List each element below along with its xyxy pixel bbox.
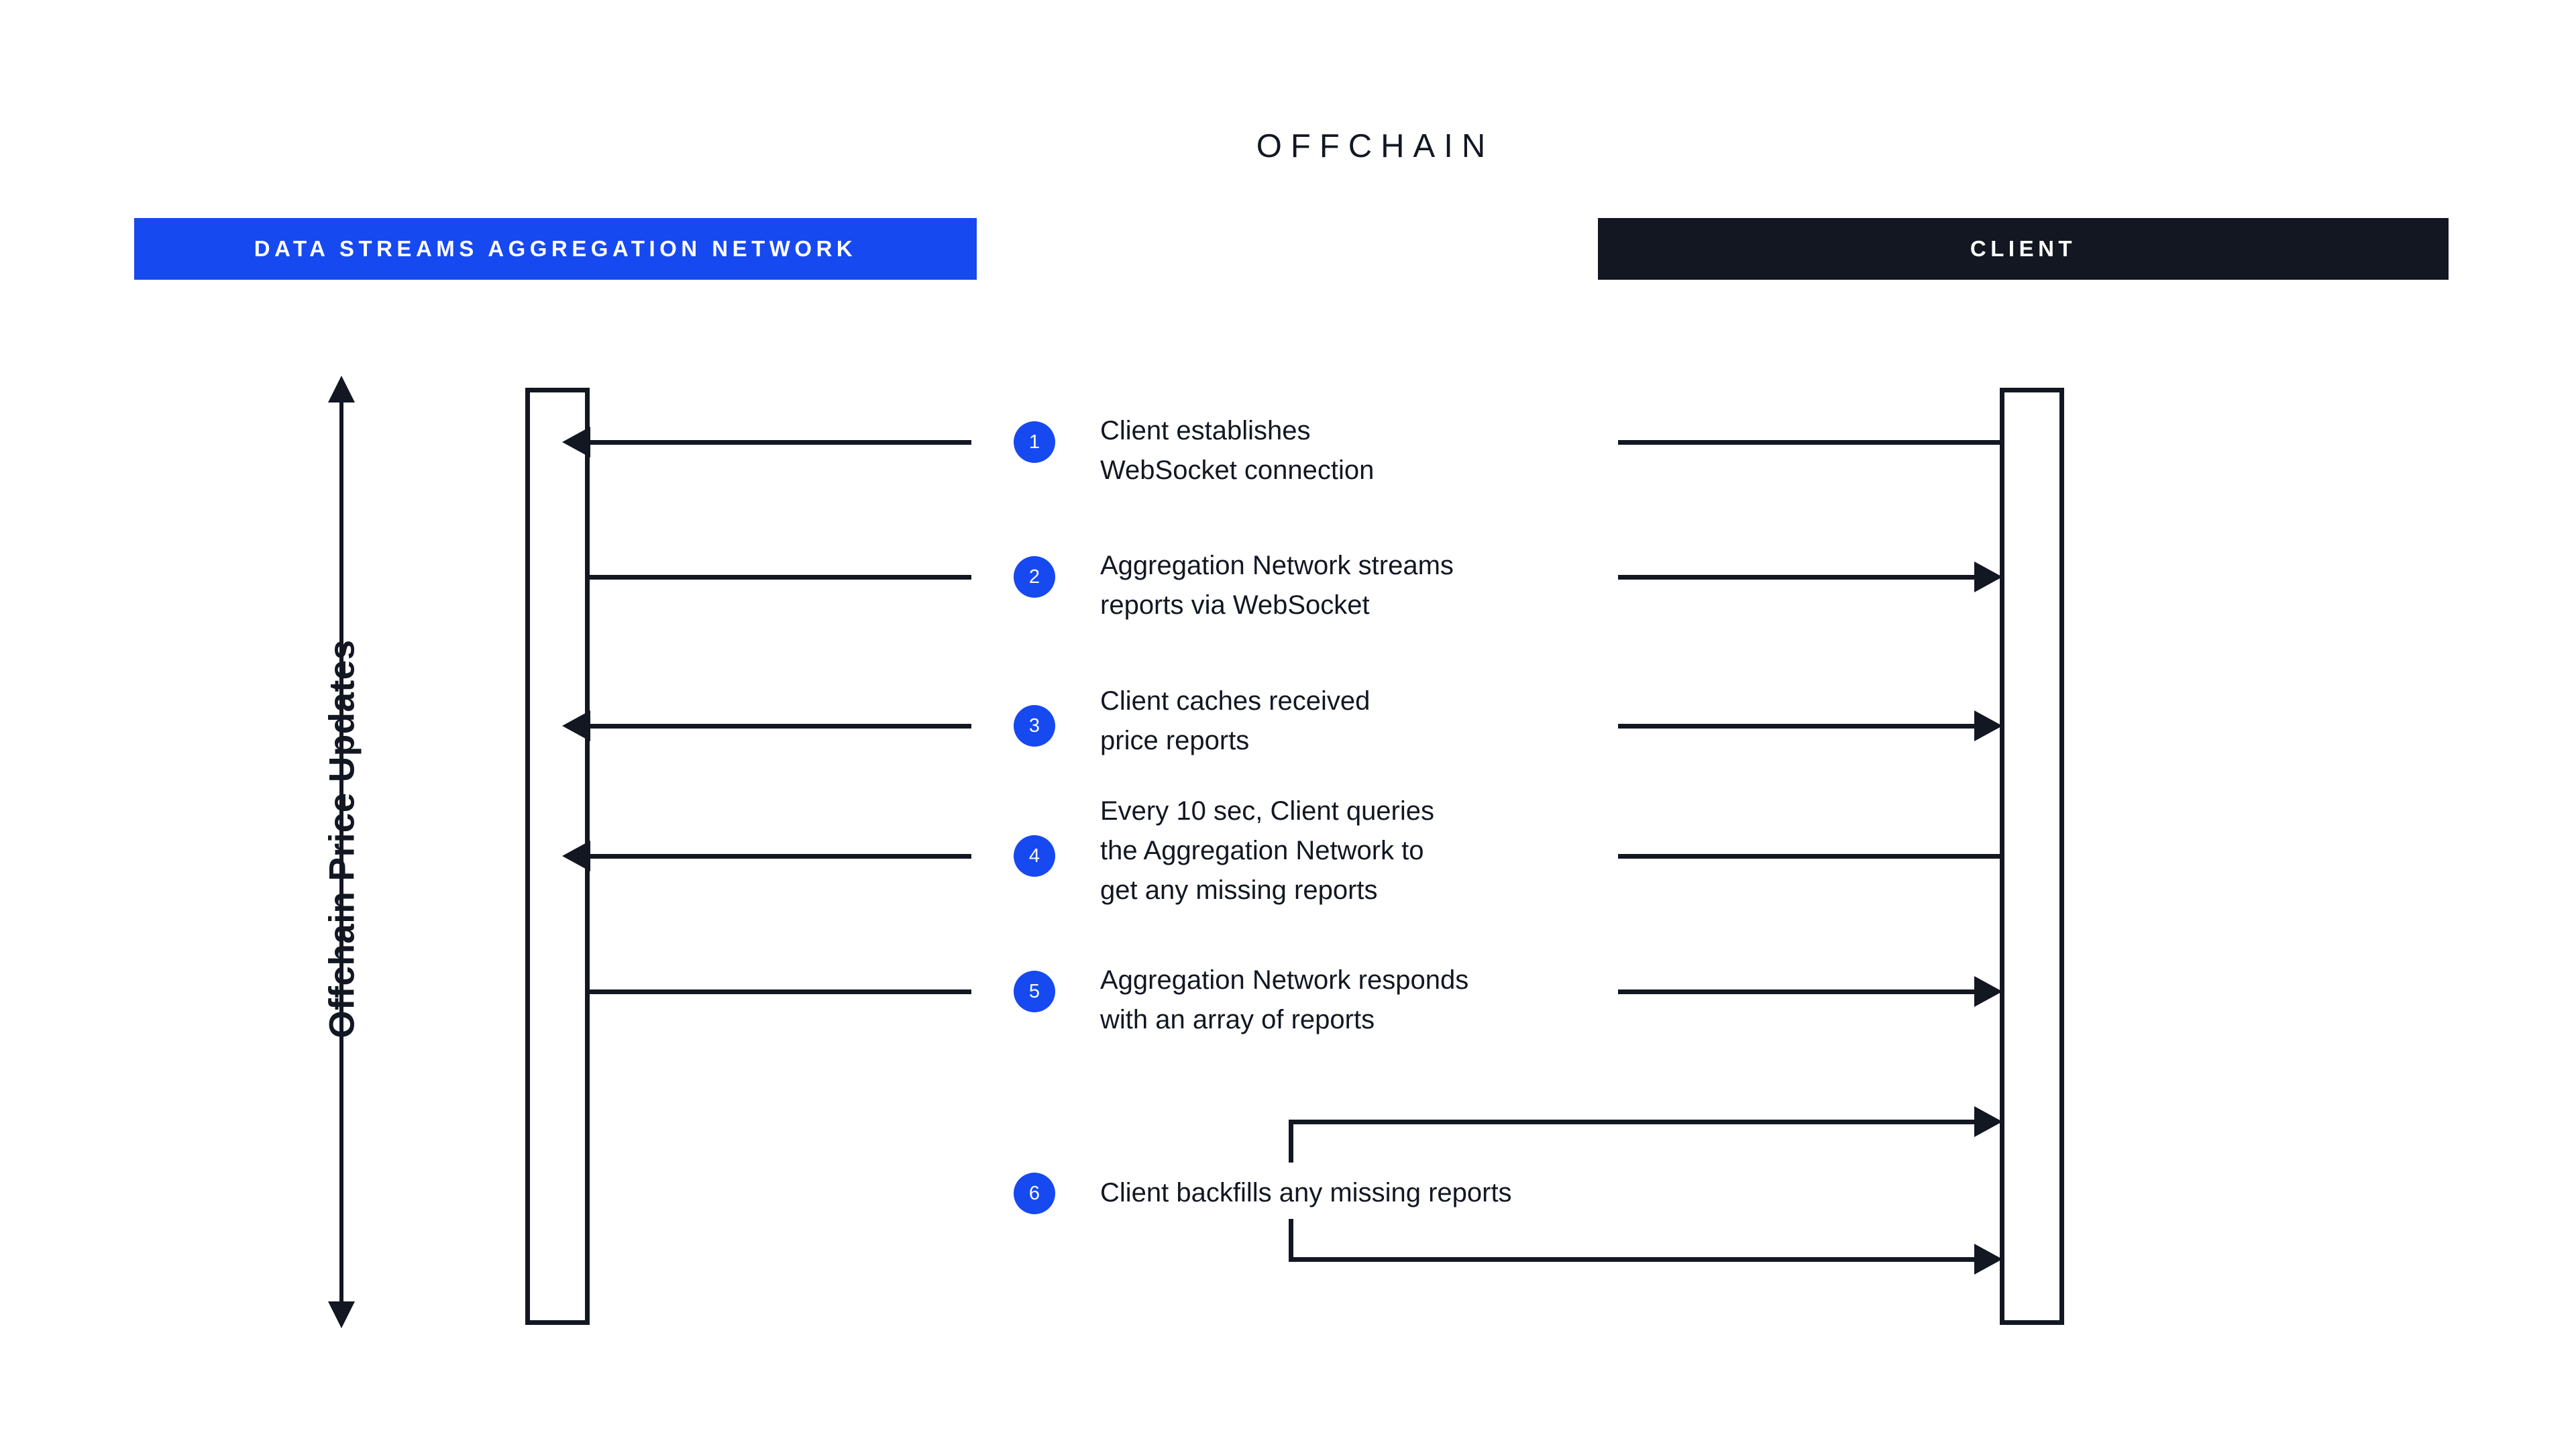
axis-line [339, 400, 343, 1304]
message-line-5-left [589, 989, 971, 994]
message-line-1-left [590, 440, 971, 445]
step-label-2: Aggregation Network streams reports via … [1100, 551, 1454, 620]
actor-header-client: CLIENT [1598, 218, 2449, 280]
arrow-right-icon-5 [1974, 976, 2002, 1007]
step-label-5: Aggregation Network responds with an arr… [1100, 965, 1469, 1034]
arrow-down-icon [328, 1301, 355, 1328]
arrow-right-icon-2 [1974, 561, 2002, 592]
arrow-right-icon-3 [1974, 710, 2002, 741]
message-line-4-left [590, 854, 971, 859]
selfloop-line-lower [1289, 1257, 1974, 1262]
axis-label: Offchain Price Updates [322, 639, 362, 1038]
message-line-5-right [1618, 989, 1974, 994]
step-badge-3: 3 [1014, 705, 1055, 747]
step-badge-2: 2 [1014, 556, 1055, 598]
step-label-6: Client backfills any missing reports [1100, 1178, 1512, 1208]
message-line-1-right [1618, 440, 2002, 445]
message-line-3-right [1618, 724, 1974, 729]
selfloop-line-upper [1289, 1120, 1974, 1124]
offchain-price-updates-axis: Offchain Price Updates [288, 376, 396, 1328]
selfloop-vertical-upper [1289, 1120, 1293, 1163]
step-badge-1: 1 [1014, 421, 1055, 463]
message-line-2-right [1618, 575, 1974, 580]
step-label-3: Client caches received price reports [1100, 686, 1371, 755]
arrow-left-icon-3 [562, 710, 590, 741]
step-badge-5: 5 [1014, 971, 1055, 1012]
step-label-4: Every 10 sec, Client queries the Aggrega… [1100, 796, 1435, 905]
selfloop-vertical-lower [1289, 1219, 1293, 1262]
step-badge-4: 4 [1014, 835, 1055, 877]
step-badge-6: 6 [1014, 1173, 1055, 1214]
arrow-left-icon-1 [562, 427, 590, 458]
step-label-1: Client establishes WebSocket connection [1100, 416, 1375, 485]
arrow-right-icon-6b [1974, 1244, 2002, 1275]
actor-header-network: DATA STREAMS AGGREGATION NETWORK [134, 218, 977, 280]
lifeline-client [2000, 388, 2064, 1325]
message-line-2-left [589, 575, 971, 580]
arrow-left-icon-4 [562, 841, 590, 871]
page-title: OFFCHAIN [1256, 128, 1495, 164]
message-line-3-left [590, 724, 971, 729]
arrow-up-icon [328, 376, 355, 402]
message-line-4-right [1618, 854, 2002, 859]
arrow-right-icon-6a [1974, 1106, 2002, 1137]
